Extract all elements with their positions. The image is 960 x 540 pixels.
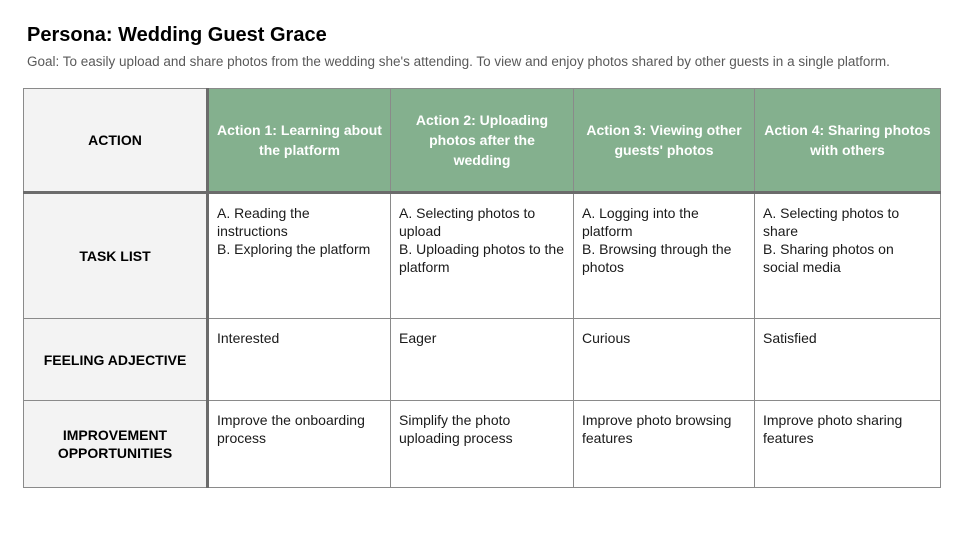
task-item: B. Exploring the platform: [217, 241, 371, 257]
feeling-cell-action-1: Interested: [207, 318, 391, 401]
column-header-action-2: Action 2: Uploading photos after the wed…: [390, 88, 574, 194]
task-item: A. Selecting photos to share: [763, 205, 900, 239]
row-header-feeling-adjective: FEELING ADJECTIVE: [23, 318, 209, 401]
column-header-action-3: Action 3: Viewing other guests' photos: [573, 88, 755, 194]
feeling-cell-action-3: Curious: [573, 318, 755, 401]
task-cell-action-4: A. Selecting photos to share B. Sharing …: [754, 192, 941, 319]
improvement-cell-action-1: Improve the onboarding process: [207, 400, 391, 488]
column-header-action-1: Action 1: Learning about the platform: [207, 88, 391, 194]
page-title: Persona: Wedding Guest Grace: [27, 24, 327, 46]
persona-goal: Goal: To easily upload and share photos …: [27, 54, 890, 69]
improvement-text: Improve photo browsing features: [582, 412, 732, 446]
improvement-cell-action-3: Improve photo browsing features: [573, 400, 755, 488]
table-header-row: ACTION Action 1: Learning about the plat…: [23, 88, 941, 194]
journey-map-table: ACTION Action 1: Learning about the plat…: [23, 88, 941, 488]
table-row: IMPROVEMENT OPPORTUNITIES Improve the on…: [23, 400, 941, 488]
improvement-cell-action-2: Simplify the photo uploading process: [390, 400, 574, 488]
task-item: B. Uploading photos to the platform: [399, 241, 565, 275]
table-row: TASK LIST A. Reading the instructions B.…: [23, 192, 941, 319]
task-cell-action-3: A. Logging into the platform B. Browsing…: [573, 192, 755, 319]
feeling-text: Curious: [582, 330, 631, 346]
improvement-text: Improve photo sharing features: [763, 412, 903, 446]
task-item: B. Sharing photos on social media: [763, 241, 894, 275]
task-item: A. Reading the instructions: [217, 205, 310, 239]
improvement-cell-action-4: Improve photo sharing features: [754, 400, 941, 488]
feeling-text: Satisfied: [763, 330, 817, 346]
row-header-improvement-opportunities: IMPROVEMENT OPPORTUNITIES: [23, 400, 209, 488]
improvement-text: Improve the onboarding process: [217, 412, 365, 446]
feeling-cell-action-4: Satisfied: [754, 318, 941, 401]
feeling-text: Interested: [217, 330, 280, 346]
task-item: A. Logging into the platform: [582, 205, 699, 239]
row-header-task-list: TASK LIST: [23, 192, 209, 319]
table-row: FEELING ADJECTIVE Interested Eager Curio…: [23, 318, 941, 401]
feeling-cell-action-2: Eager: [390, 318, 574, 401]
corner-header: ACTION: [23, 88, 209, 194]
task-cell-action-2: A. Selecting photos to upload B. Uploadi…: [390, 192, 574, 319]
task-item: A. Selecting photos to upload: [399, 205, 536, 239]
feeling-text: Eager: [399, 330, 437, 346]
task-cell-action-1: A. Reading the instructions B. Exploring…: [207, 192, 391, 319]
task-item: B. Browsing through the photos: [582, 241, 732, 275]
column-header-action-4: Action 4: Sharing photos with others: [754, 88, 941, 194]
improvement-text: Simplify the photo uploading process: [399, 412, 513, 446]
